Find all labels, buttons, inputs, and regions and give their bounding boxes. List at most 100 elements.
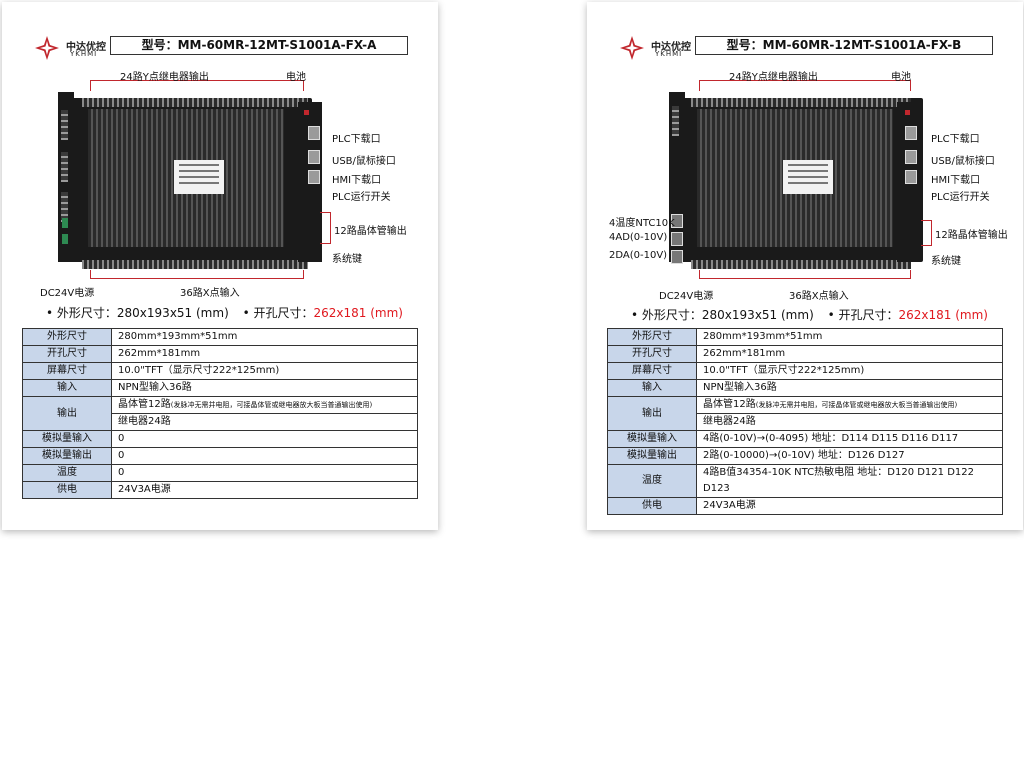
callout-x-inputs: 36路X点输入	[789, 291, 849, 302]
model-title: 型号：MM-60MR-12MT-S1001A-FX-B	[695, 36, 993, 55]
callout-ad: 4AD(0-10V)	[609, 232, 668, 243]
brand-name-en: YKHMI	[70, 50, 98, 58]
spec-value: 4路B值34354-10K NTC热敏电阻 地址：D120 D121 D122 …	[696, 464, 1003, 498]
spec-value: 继电器24路	[696, 413, 1003, 431]
callout-system-key: 系统键	[931, 256, 961, 267]
spec-value: 24V3A电源	[111, 481, 418, 499]
transistor-output-note: (发脉冲无需并电阻，可接晶体管或继电器放大板当普通输出使用)	[170, 401, 373, 409]
logo-star-icon	[620, 36, 644, 60]
callout-da: 2DA(0-10V)	[609, 250, 668, 261]
callout-relay-outputs: 24路Y点继电器输出	[729, 72, 818, 83]
usb-port	[308, 150, 320, 164]
spec-key: 温度	[607, 464, 697, 498]
spec-key: 外形尺寸	[22, 328, 112, 346]
ntc-terminal	[671, 214, 683, 228]
dimension-line: • 外形尺寸：280x193x51 (mm) • 开孔尺寸：262x181 (m…	[46, 304, 403, 321]
model-title: 型号：MM-60MR-12MT-S1001A-FX-A	[110, 36, 408, 55]
callout-dc24v: DC24V电源	[40, 288, 95, 299]
spec-value: 晶体管12路(发脉冲无需并电阻，可接晶体管或继电器放大板当普通输出使用)	[696, 396, 1003, 414]
logo-star-icon	[35, 36, 59, 60]
table-row: 继电器24路	[608, 413, 1003, 431]
table-row: 输出晶体管12路(发脉冲无需并电阻，可接晶体管或继电器放大板当普通输出使用)	[607, 396, 1003, 431]
spec-key: 模拟量输出	[607, 447, 697, 465]
spec-value: 0	[111, 430, 418, 448]
callout-system-key: 系统键	[332, 254, 362, 265]
callout-ntc: 4温度NTC10K	[609, 218, 675, 229]
spec-value: 继电器24路	[111, 413, 418, 431]
brand-name-cn: 中达优控	[651, 42, 691, 53]
spec-key: 输出	[607, 396, 697, 431]
spec-key: 屏幕尺寸	[22, 362, 112, 380]
outer-size-value: 280x193x51 (mm)	[116, 306, 229, 320]
spec-key: 输入	[607, 379, 697, 397]
cutout-size-value: 262x181 (mm)	[313, 306, 403, 320]
callout-hmi-download: HMI下载口	[931, 175, 981, 186]
spec-key: 供电	[607, 497, 697, 515]
cutout-size-label: • 开孔尺寸：	[242, 306, 314, 320]
product-label-sticker	[783, 160, 833, 194]
spec-value: 280mm*193mm*51mm	[696, 328, 1003, 346]
outer-size-label: • 外形尺寸：	[46, 306, 117, 320]
callout-transistor-outputs: 12路晶体管输出	[334, 226, 407, 237]
spec-key: 供电	[22, 481, 112, 499]
table-row: 继电器24路	[23, 413, 418, 431]
brand-name-en: YKHMI	[655, 50, 683, 58]
spec-value: 2路(0-10000)→(0-10V) 地址：D126 D127	[696, 447, 1003, 465]
spec-value: 280mm*193mm*51mm	[111, 328, 418, 346]
transistor-output-note: (发脉冲无需并电阻，可接晶体管或继电器放大板当普通输出使用)	[755, 401, 958, 409]
output-terminal-strip	[691, 98, 911, 107]
table-row: 输出晶体管12路(发脉冲无需并电阻，可接晶体管或继电器放大板当普通输出使用)	[22, 396, 418, 431]
outer-size-label: • 外形尺寸：	[631, 308, 702, 322]
cutout-size-label: • 开孔尺寸：	[827, 308, 899, 322]
product-card-b: 中达优控 YKHMI 型号：MM-60MR-12MT-S1001A-FX-B 2…	[587, 2, 1023, 530]
input-terminal-strip	[691, 260, 911, 269]
ad-terminal	[671, 232, 683, 246]
spec-key: 输出	[22, 396, 112, 431]
product-label-sticker	[174, 160, 224, 194]
callout-plc-run-switch: PLC运行开关	[931, 192, 990, 203]
callout-plc-download: PLC下载口	[931, 134, 980, 145]
spec-key: 外形尺寸	[607, 328, 697, 346]
spec-key: 屏幕尺寸	[607, 362, 697, 380]
spec-value: 0	[111, 447, 418, 465]
spec-value: 24V3A电源	[696, 497, 1003, 515]
spec-key: 模拟量输出	[22, 447, 112, 465]
spec-key: 模拟量输入	[22, 430, 112, 448]
spec-value: 10.0"TFT（显示尺寸222*125mm)	[696, 362, 1003, 380]
spec-key: 开孔尺寸	[22, 345, 112, 363]
spec-value: 4路(0-10V)→(0-4095) 地址：D114 D115 D116 D11…	[696, 430, 1003, 448]
product-card-a: 中达优控 YKHMI 型号：MM-60MR-12MT-S1001A-FX-A 2…	[2, 2, 438, 530]
callout-transistor-outputs: 12路晶体管输出	[935, 230, 1008, 241]
callout-plc-run-switch: PLC运行开关	[332, 192, 391, 203]
callout-x-inputs: 36路X点输入	[180, 288, 240, 299]
spec-key: 温度	[22, 464, 112, 482]
callout-hmi-download: HMI下载口	[332, 175, 382, 186]
da-terminal	[671, 250, 683, 264]
transistor-output-text: 晶体管12路	[703, 399, 756, 410]
spec-value: NPN型输入36路	[111, 379, 418, 397]
cutout-size-value: 262x181 (mm)	[898, 308, 988, 322]
brand-logo: 中达优控 YKHMI	[617, 32, 697, 66]
callout-dc24v: DC24V电源	[659, 291, 714, 302]
callout-battery: 电池	[286, 72, 306, 83]
callout-relay-outputs: 24路Y点继电器输出	[120, 72, 209, 83]
callout-plc-download: PLC下载口	[332, 134, 381, 145]
callout-battery: 电池	[891, 72, 911, 83]
spec-value: 10.0"TFT（显示尺寸222*125mm)	[111, 362, 418, 380]
